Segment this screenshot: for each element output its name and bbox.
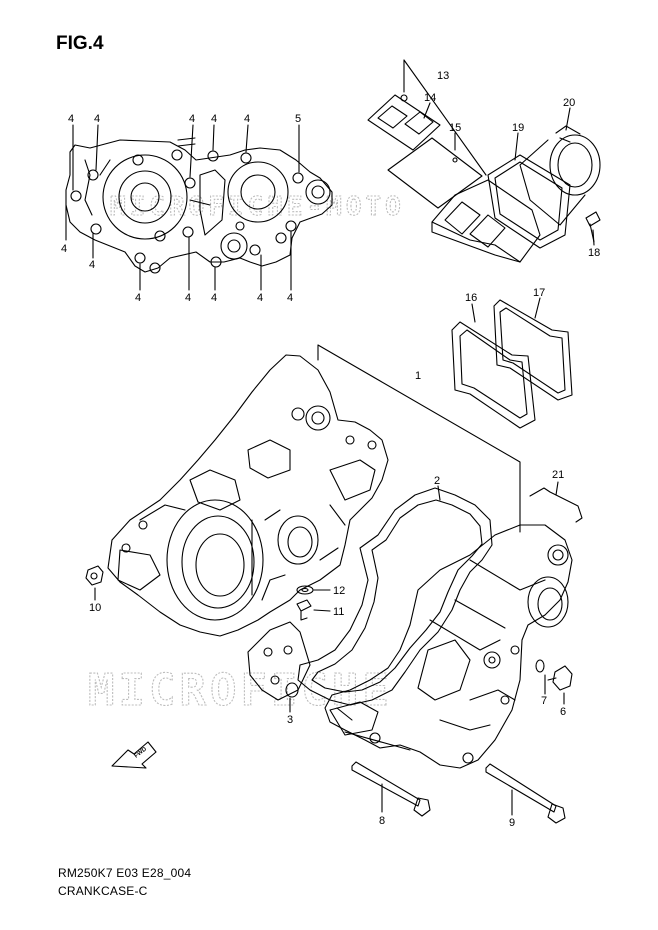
bolt-and-washer-right [535,659,573,705]
callout-label: 17 [533,287,545,299]
hose-clip-part [529,481,583,523]
crankcase-outline-top-view [65,124,333,291]
callout-label: 19 [512,122,524,134]
callout-label: 7 [541,695,547,707]
dowel-pin-part [247,621,311,713]
section-name: CRANKCASE-C [58,884,148,898]
callout-label: 13 [437,70,449,82]
callout-label: 15 [449,122,461,134]
callout-label: 4 [244,113,250,125]
callout-label: 4 [287,292,293,304]
callout-label: 4 [211,292,217,304]
callout-label: 16 [465,292,477,304]
callout-label: 4 [61,243,67,255]
callout-label: 21 [552,469,564,481]
callout-label: 18 [588,247,600,259]
reed-valve-assembly [367,59,601,263]
model-code: RM250K7 E03 E28_004 [58,866,192,880]
callout-label: 4 [68,113,74,125]
callout-label: 10 [89,602,101,614]
callout-label: 4 [185,292,191,304]
figure-title: FIG.4 [56,33,104,54]
callout-label: 5 [295,113,301,125]
callout-label: 3 [287,714,293,726]
callout-label: 4 [135,292,141,304]
nut-part [85,565,104,601]
crankcase-gasket [297,485,493,706]
intake-gaskets [451,297,573,429]
left-crankcase-half [107,354,389,637]
crankcase-set-bracket [317,344,521,533]
callout-label: 11 [333,606,344,618]
right-crankcase-half [324,524,573,769]
callout-label: 4 [189,113,195,125]
watermark-top: MICROFICHE-MOTO [110,192,405,222]
callout-label: 14 [424,92,436,104]
drain-bolt-and-washer [296,585,331,621]
forward-arrow-icon [111,741,157,769]
callout-label: 2 [434,475,440,487]
callout-label: 9 [509,817,515,829]
callout-label: 6 [560,706,566,718]
callout-label: 4 [94,113,100,125]
callout-label: 4 [89,259,95,271]
callout-label: 20 [563,97,575,109]
callout-label: 4 [211,113,217,125]
callout-label: 12 [333,585,345,597]
callout-label: 8 [379,815,385,827]
callout-label: 4 [257,292,263,304]
callout-labels: 4 4 4 4 4 4 5 4 4 4 4 4 4 4 13 14 15 19 … [61,70,600,829]
crankcase-long-bolts [351,761,566,824]
bolt-holes [70,149,304,274]
callout-label: 1 [415,370,421,382]
